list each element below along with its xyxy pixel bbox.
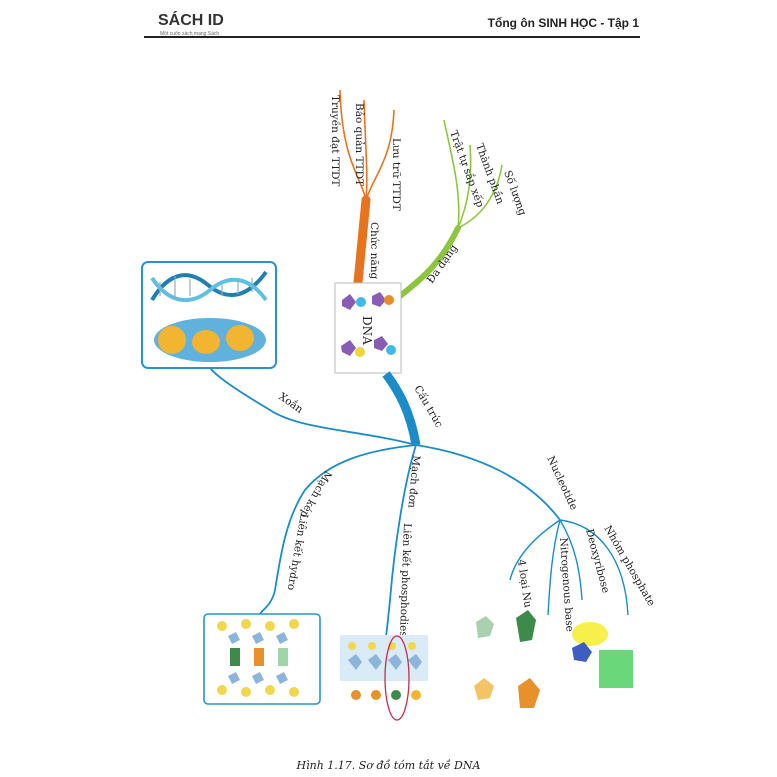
branch-cau-truc: Cấu trúc Xoắn Mạch kép Liên kết hydro Mạ… [209,367,657,654]
label-bao-quan: Bảo quản TTDT [353,103,366,186]
label-cau-truc: Cấu trúc [411,383,446,430]
label-nhom-phosphate: Nhóm phosphate [601,524,657,609]
nucleotide-icon [342,294,356,310]
branch-chuc-nang: Chức năng Truyền đạt TTDT Bảo quản TTDT … [329,89,402,287]
dna-center-box: DNA [334,282,402,374]
helix-image [141,261,277,369]
book-title: Tổng ôn SINH HỌC - Tập 1 [487,16,639,30]
double-strand-image [203,613,321,705]
label-nitrogenous-base: Nitrogenous base [557,537,576,632]
label-4-loai-nu: 4 loại Nu [515,559,534,609]
label-xoan: Xoắn [276,390,306,416]
nucleotide-bases [474,610,540,708]
figure-caption: Hình 1.17. Sơ đồ tóm tắt về DNA [296,759,481,772]
deoxyribose-phosphate-image [572,622,633,688]
logo-text: SÁCH ID [158,12,224,29]
header-rule [144,36,640,38]
label-truyen-dat: Truyền đạt TTDT [329,95,342,186]
branch-da-dang: Đa dạng Trật tự sắp xếp Thành phần Số lư… [397,119,530,299]
sach-id-logo: SÁCH ID Một cuốn sách mạng Sách [144,10,224,37]
label-chuc-nang: Chức năng [368,222,380,280]
label-da-dang: Đa dạng [425,242,461,286]
label-luu-tru: Lưu trữ TTDT [390,138,402,211]
label-so-luong: Số lượng [501,169,529,218]
label-lien-ket-phosphodiester: Liên kết phosphodiester [396,523,414,654]
label-mach-don: Mạch đơn [405,455,422,509]
center-label-dna: DNA [360,316,374,345]
logo-tagline: Một cuốn sách mạng Sách [160,31,220,37]
label-nucleotide: Nucleotide [544,454,579,512]
single-strand-image [340,635,428,721]
